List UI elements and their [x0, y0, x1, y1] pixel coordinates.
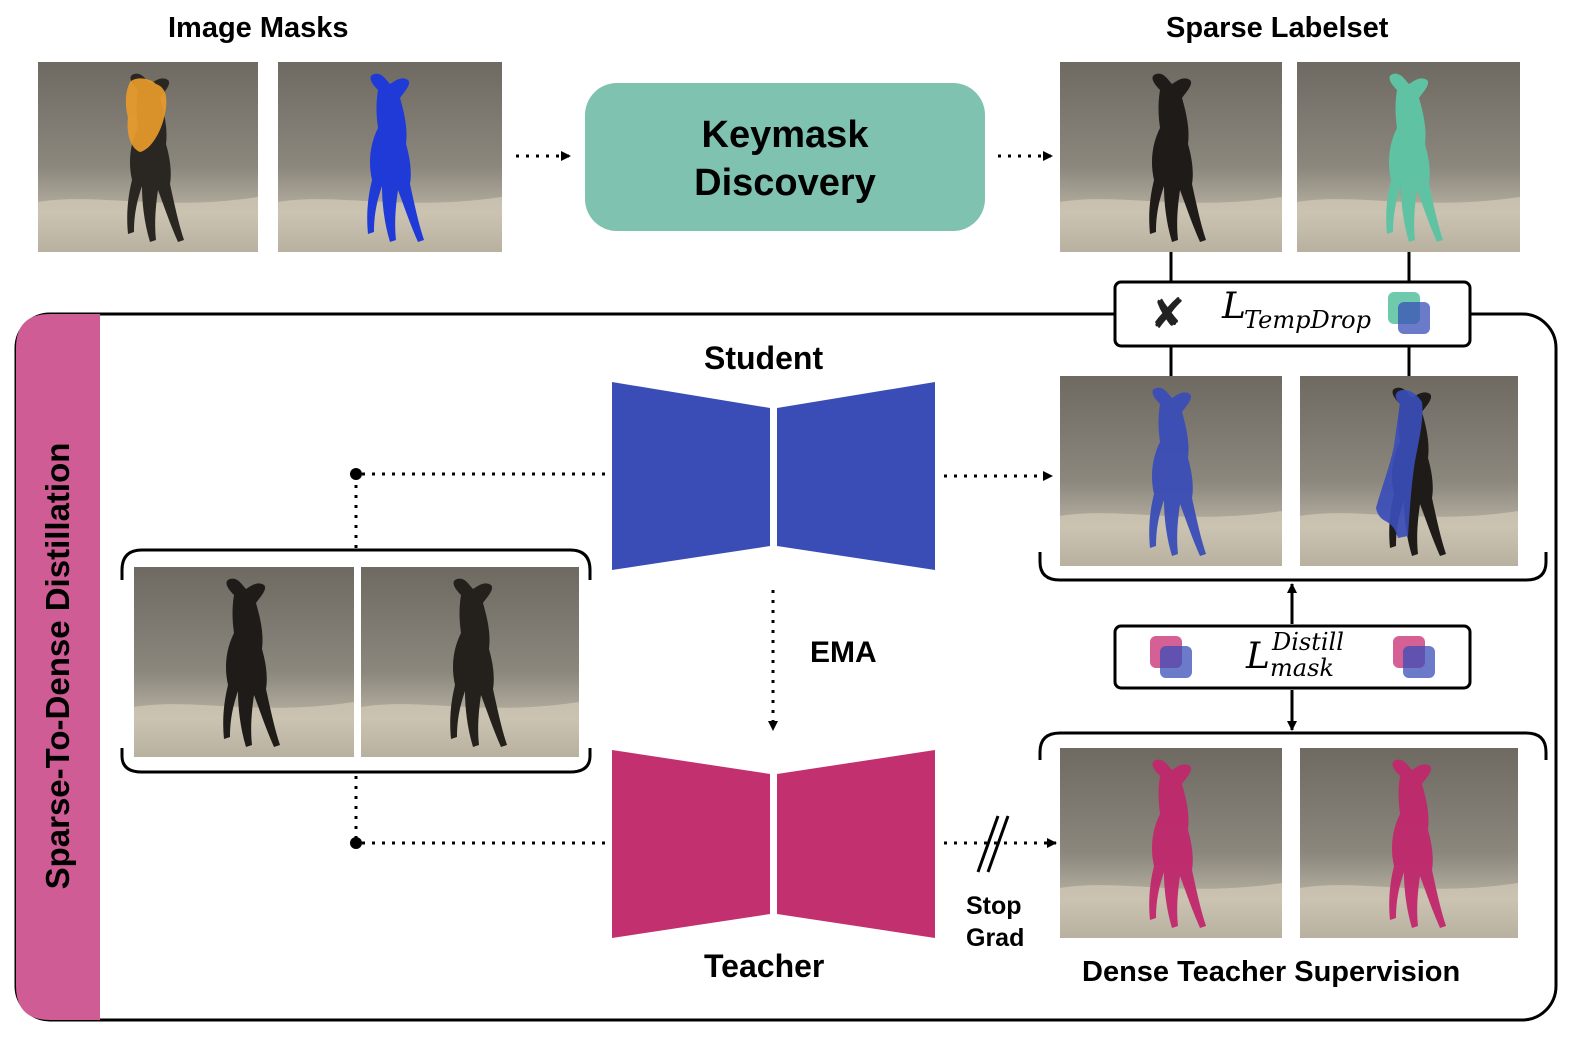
stop-grad-slash-2 — [986, 815, 1010, 873]
overlap-blue-square-right — [1403, 646, 1435, 678]
temp-drop-loss-subscript: TempDrop — [1244, 306, 1371, 334]
student-label: Student — [704, 340, 824, 376]
sparse-labelset-photo-1 — [1060, 62, 1282, 252]
keymask-discovery-box — [585, 83, 985, 231]
side-panel — [16, 314, 100, 1020]
teacher-label: Teacher — [704, 948, 825, 984]
image-masks-title: Image Masks — [168, 12, 349, 44]
image-mask-photo-2 — [278, 62, 502, 252]
dense-supervision-title: Dense Teacher Supervision — [1082, 956, 1461, 988]
temp-drop-loss-box — [1113, 280, 1472, 348]
junction-dot-bottom — [350, 837, 362, 849]
supervision-bracket — [1038, 731, 1548, 760]
keymask-label-line1: Keymask — [701, 114, 869, 156]
sparse-labelset-photo-2 — [1297, 62, 1520, 252]
input-bracket-top — [120, 548, 592, 580]
junction-dot-top — [350, 468, 362, 480]
overlap-blue-square — [1398, 302, 1430, 334]
image-mask-photo-1 — [38, 62, 258, 252]
temp-drop-loss-L: L — [1222, 286, 1246, 327]
input-bracket-bottom — [120, 748, 592, 774]
overlap-blue-square-left — [1160, 646, 1192, 678]
distill-loss-box — [1113, 624, 1472, 690]
ema-label: EMA — [810, 636, 877, 669]
cross-icon: ✘ — [1150, 289, 1186, 338]
sparse-labelset-title: Sparse Labelset — [1166, 12, 1389, 44]
stop-grad-slash-1 — [976, 815, 1000, 873]
distill-loss-L: L — [1246, 636, 1270, 677]
predictions-bracket — [1038, 552, 1548, 582]
distill-loss-subscript: mask — [1270, 654, 1334, 682]
input-frame-1 — [134, 567, 354, 757]
student-network — [612, 382, 935, 570]
stop-grad-label-line2: Grad — [966, 924, 1025, 952]
teacher-network — [612, 750, 935, 938]
distill-loss-superscript: Distill — [1272, 628, 1344, 656]
student-prediction-2 — [1300, 376, 1518, 566]
keymask-label-line2: Discovery — [694, 162, 876, 204]
stop-grad-label-line1: Stop — [966, 892, 1022, 920]
student-prediction-1 — [1060, 376, 1282, 566]
teacher-supervision-1 — [1060, 748, 1282, 938]
teacher-supervision-2 — [1300, 748, 1518, 938]
temp-drop-loss-formula: L TempDrop — [1222, 286, 1382, 336]
distill-loss-formula: L Distill mask — [1246, 628, 1366, 686]
input-frame-2 — [361, 567, 579, 757]
side-panel-label: Sparse-To-Dense Distillation — [39, 442, 76, 890]
